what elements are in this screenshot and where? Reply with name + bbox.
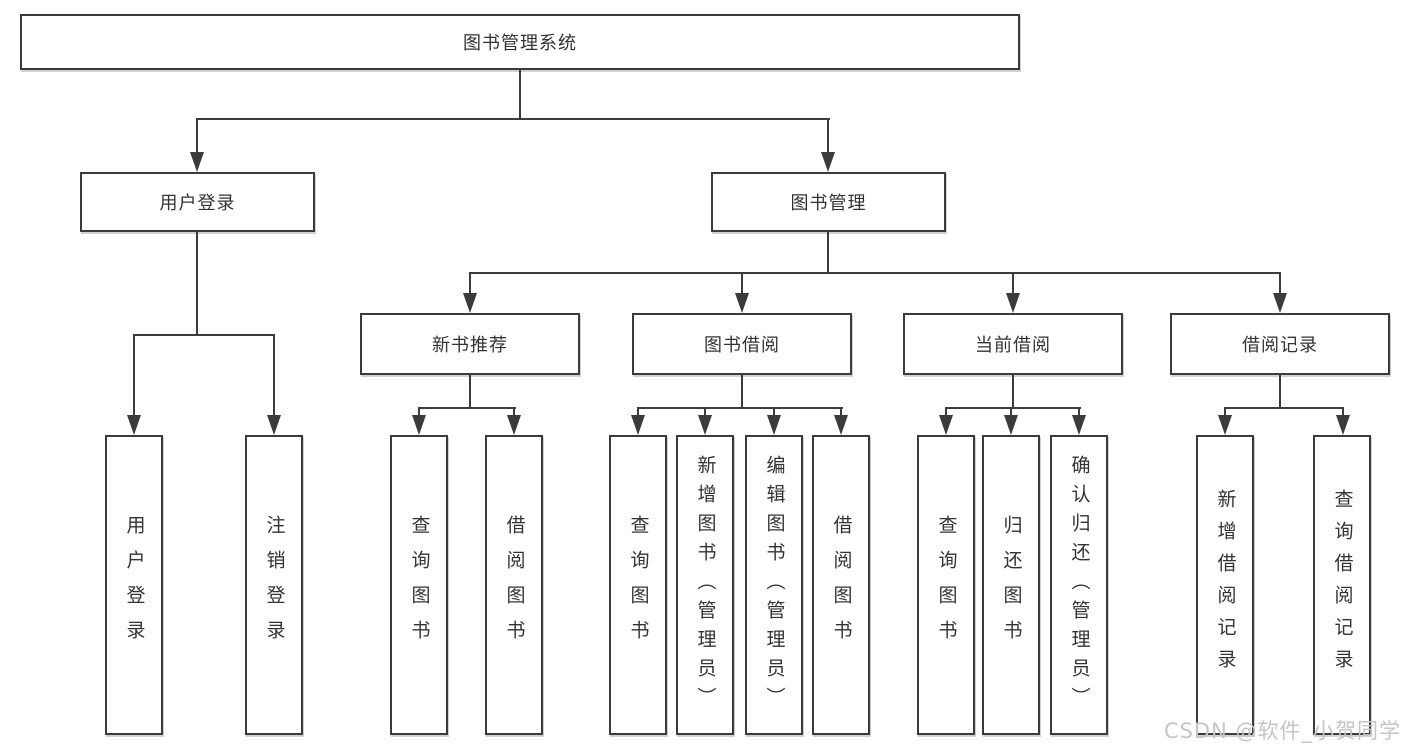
connector-hline	[637, 407, 843, 409]
connector-vline	[1279, 272, 1281, 296]
arrow-down	[1336, 415, 1350, 435]
arrow-down	[507, 415, 521, 435]
leaf-add-book-admin: 新增图书（管理员）	[676, 435, 734, 735]
connector-vline	[704, 407, 706, 419]
connector-vline	[469, 272, 471, 296]
leaf-user-login-label: 用户登录	[123, 515, 146, 655]
connector-vline	[827, 232, 829, 274]
leaf-add-book-admin-label: 新增图书（管理员）	[694, 454, 717, 716]
connector-vline	[840, 407, 842, 419]
connector-hline	[945, 407, 1081, 409]
connector-vline	[827, 118, 829, 156]
node-root: 图书管理系统	[20, 14, 1020, 70]
connector-vline	[741, 272, 743, 296]
connector-vline	[1010, 407, 1012, 419]
node-user-login-label: 用户登录	[159, 193, 236, 214]
connector-vline	[1224, 407, 1226, 419]
arrow-down	[631, 415, 645, 435]
leaf-borrow-books-borrow: 借阅图书	[812, 435, 870, 735]
arrow-down	[267, 415, 281, 435]
node-root-label: 图书管理系统	[463, 33, 577, 54]
leaf-confirm-return-admin: 确认归还（管理员）	[1050, 435, 1108, 735]
leaf-user-login: 用户登录	[105, 435, 163, 735]
leaf-edit-book-admin: 编辑图书（管理员）	[745, 435, 803, 735]
leaf-query-books-current: 查询图书	[917, 435, 975, 735]
node-book-borrow: 图书借阅	[632, 313, 852, 375]
connector-vline	[196, 232, 198, 336]
connector-vline	[1342, 407, 1344, 419]
leaf-return-books: 归还图书	[982, 435, 1040, 735]
connector-hline	[418, 407, 516, 409]
arrow-down	[1004, 415, 1018, 435]
connector-vline	[513, 407, 515, 419]
connector-vline	[273, 334, 275, 418]
leaf-query-books-borrow-label: 查询图书	[627, 515, 650, 655]
connector-vline	[196, 118, 198, 156]
leaf-borrow-books-recommend-label: 借阅图书	[503, 515, 526, 655]
watermark: CSDN @软件_小贺同学	[1163, 719, 1401, 743]
leaf-add-borrow-record-label: 新增借阅记录	[1214, 489, 1237, 681]
node-book-management-label: 图书管理	[790, 193, 867, 214]
leaf-query-books-recommend-label: 查询图书	[408, 515, 431, 655]
connector-hline	[196, 118, 830, 120]
node-current-borrow-label: 当前借阅	[975, 335, 1051, 356]
node-borrow-records-label: 借阅记录	[1242, 335, 1318, 356]
arrow-down	[698, 415, 712, 435]
connector-vline	[418, 407, 420, 419]
connector-vline	[741, 375, 743, 409]
node-borrow-records: 借阅记录	[1170, 313, 1390, 375]
leaf-logout: 注销登录	[245, 435, 303, 735]
leaf-logout-label: 注销登录	[263, 515, 286, 655]
arrow-down	[821, 152, 835, 172]
connector-hline	[469, 272, 1281, 274]
connector-vline	[1012, 375, 1014, 409]
leaf-borrow-books-recommend: 借阅图书	[485, 435, 543, 735]
node-new-book-recommend-label: 新书推荐	[432, 335, 508, 356]
leaf-query-borrow-record: 查询借阅记录	[1313, 435, 1371, 735]
node-current-borrow: 当前借阅	[903, 313, 1123, 375]
connector-vline	[773, 407, 775, 419]
connector-vline	[945, 407, 947, 419]
connector-hline	[1224, 407, 1344, 409]
leaf-return-books-label: 归还图书	[1000, 515, 1023, 655]
connector-hline	[133, 334, 275, 336]
arrow-down	[463, 293, 477, 313]
arrow-down	[190, 152, 204, 172]
arrow-down	[1006, 293, 1020, 313]
leaf-query-books-borrow: 查询图书	[609, 435, 667, 735]
leaf-edit-book-admin-label: 编辑图书（管理员）	[763, 454, 786, 716]
connector-vline	[469, 375, 471, 409]
connector-vline	[133, 334, 135, 418]
connector-vline	[1078, 407, 1080, 419]
connector-vline	[637, 407, 639, 419]
arrow-down	[412, 415, 426, 435]
arrow-down	[767, 415, 781, 435]
arrow-down	[939, 415, 953, 435]
leaf-confirm-return-admin-label: 确认归还（管理员）	[1068, 454, 1091, 716]
node-book-borrow-label: 图书借阅	[704, 335, 780, 356]
connector-vline	[1279, 375, 1281, 409]
node-user-login: 用户登录	[80, 172, 315, 232]
connector-vline	[519, 70, 521, 118]
node-book-management: 图书管理	[711, 172, 946, 232]
leaf-borrow-books-borrow-label: 借阅图书	[830, 515, 853, 655]
arrow-down	[1273, 293, 1287, 313]
arrow-down	[735, 293, 749, 313]
arrow-down	[127, 415, 141, 435]
leaf-query-books-current-label: 查询图书	[935, 515, 958, 655]
arrow-down	[1072, 415, 1086, 435]
node-new-book-recommend: 新书推荐	[360, 313, 580, 375]
leaf-query-borrow-record-label: 查询借阅记录	[1331, 489, 1354, 681]
arrow-down	[1218, 415, 1232, 435]
connector-vline	[1012, 272, 1014, 296]
leaf-query-books-recommend: 查询图书	[390, 435, 448, 735]
leaf-add-borrow-record: 新增借阅记录	[1196, 435, 1254, 735]
arrow-down	[834, 415, 848, 435]
